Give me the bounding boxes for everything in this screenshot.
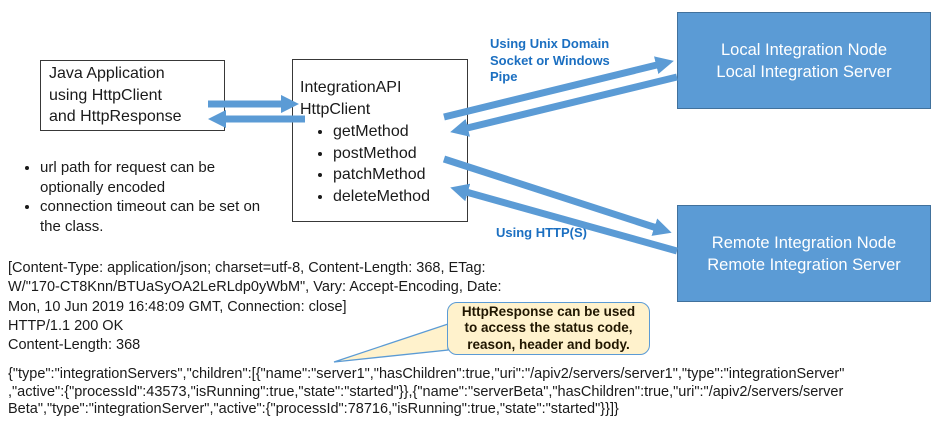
- method-item-get: getMethod: [333, 121, 467, 143]
- local-integration-node-box: Local Integration Node Local Integration…: [677, 12, 931, 109]
- integration-api-method-list: getMethod postMethod patchMethod deleteM…: [300, 121, 467, 207]
- httpresponse-callout-bubble: HttpResponse can be used to access the s…: [447, 302, 650, 355]
- java-application-box: Java Application using HttpClient and Ht…: [40, 60, 225, 131]
- integration-api-title: IntegrationAPI HttpClient: [300, 79, 402, 118]
- notes-list: url path for request can be optionally e…: [0, 158, 320, 236]
- http-response-body-json: {"type":"integrationServers","children":…: [8, 366, 845, 418]
- label-using-https: Using HTTP(S): [496, 225, 587, 240]
- method-item-post: postMethod: [333, 143, 467, 165]
- integration-api-box: IntegrationAPI HttpClient getMethod post…: [292, 59, 468, 222]
- note-url-path: url path for request can be optionally e…: [40, 158, 320, 197]
- http-response-headers-text: [Content-Type: application/json; charset…: [8, 260, 502, 354]
- remote-integration-node-box: Remote Integration Node Remote Integrati…: [677, 205, 931, 302]
- label-unix-domain-socket: Using Unix Domain Socket or Windows Pipe: [490, 36, 610, 84]
- method-item-patch: patchMethod: [333, 164, 467, 186]
- note-connection-timeout: connection timeout can be set on the cla…: [40, 197, 320, 236]
- method-item-delete: deleteMethod: [333, 186, 467, 208]
